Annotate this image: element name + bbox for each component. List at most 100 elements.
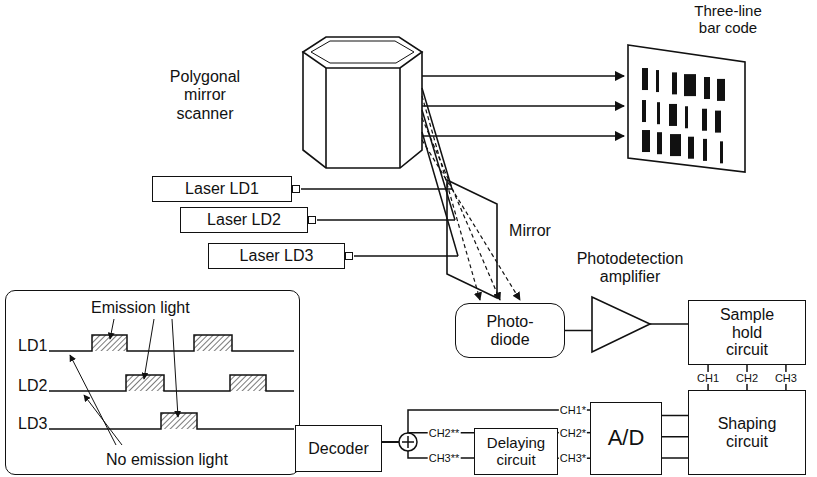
bar [717, 79, 725, 101]
barcode-panel [628, 45, 745, 172]
emission-pulse [230, 375, 266, 391]
waveform [49, 413, 294, 429]
leader-line [172, 319, 178, 417]
bar [702, 109, 707, 131]
polygon-body [303, 52, 422, 168]
channel-label: CH2* [559, 427, 587, 439]
leader-line [84, 395, 122, 445]
amplifier-symbol: Photodetection amplifier [560, 250, 700, 355]
photodiode-box: Photo-diode [455, 303, 565, 358]
return-beam [422, 96, 480, 300]
scan-beam [422, 105, 624, 107]
leader-line [70, 355, 116, 445]
laser-nozzle [308, 216, 316, 224]
signal-line [650, 323, 688, 325]
bar [715, 111, 721, 133]
channel-label: CH1* [559, 404, 587, 416]
bar [669, 104, 677, 126]
bar [703, 139, 707, 161]
channel-label: CH3 [774, 371, 798, 383]
bar [688, 137, 694, 159]
polygon-top [303, 37, 422, 68]
part-label: Mirror [500, 222, 560, 240]
channel-label: CH2 [735, 371, 759, 383]
scan-beam [422, 75, 624, 77]
node-text: LD1 [18, 337, 47, 355]
timing-waveforms [4, 289, 299, 474]
laser-box: Laser LD1 [152, 176, 292, 202]
waveform [49, 335, 294, 351]
bar [656, 70, 659, 92]
signal-line [662, 415, 688, 417]
node-text: Delaying circuit [480, 435, 552, 468]
scan-beam [422, 135, 624, 137]
return-light [422, 96, 520, 300]
polygon-edge [399, 68, 401, 168]
return-beam [422, 140, 520, 300]
node-text: Photodetection amplifier [560, 250, 700, 285]
emission-pulse [92, 335, 127, 351]
channel-label: CH2** [428, 427, 461, 439]
node-text: Decoder [308, 440, 368, 458]
signal-line [662, 436, 688, 438]
barcode-card [628, 45, 745, 172]
laser-beam [422, 88, 452, 189]
bar [642, 130, 650, 152]
adder-plus [407, 436, 409, 448]
node-text: Emission light [91, 299, 190, 317]
laser-box: Laser LD3 [208, 243, 345, 269]
emission-pulse [126, 375, 164, 391]
node-text: Laser LD2 [207, 211, 281, 229]
barcode-bars [642, 68, 725, 163]
converter-box: A/D [590, 402, 662, 475]
waveform [49, 375, 294, 391]
return-beam [422, 118, 500, 300]
bar [672, 72, 677, 94]
laser-nozzle [292, 185, 300, 193]
bar [642, 68, 648, 90]
laser-beam [422, 132, 458, 256]
leader-line [110, 319, 114, 339]
channel-label: CH3* [559, 452, 587, 464]
channel-label: CH3** [428, 452, 461, 464]
node-text: Shaping circuit [711, 415, 783, 450]
emission-pulse [194, 335, 232, 351]
amplifier-triangle [592, 297, 650, 352]
part-label: Polygonal mirror scanner [160, 68, 250, 123]
bar [704, 77, 710, 99]
node-text: Laser LD3 [240, 247, 314, 265]
process-box: Delaying circuit [474, 428, 558, 475]
node-text: A/D [608, 426, 645, 450]
laser-beam [422, 110, 455, 220]
laser-nozzle [345, 252, 353, 260]
timing-inset: Emission lightLD1LD2LD3No emission light [5, 290, 300, 475]
laser-beams [301, 76, 624, 256]
adder-circle [399, 433, 417, 451]
node-text: LD3 [18, 415, 47, 433]
node-text: Laser LD1 [185, 180, 259, 198]
signal-line [662, 457, 688, 459]
process-box: Decoder [295, 425, 382, 472]
laser-beam [301, 188, 452, 190]
bar [720, 141, 723, 163]
node-text: No emission light [106, 451, 228, 469]
bar [684, 74, 696, 96]
bar [657, 132, 662, 154]
part-label: Three-line bar code [683, 2, 773, 37]
node-text: Photo-diode [474, 313, 546, 348]
bar [642, 100, 646, 122]
bar [685, 106, 688, 128]
mirror [447, 180, 497, 298]
adder-symbol [399, 433, 417, 451]
node-text: Sample hold circuit [716, 306, 778, 359]
polygon-top-inner [311, 41, 414, 63]
process-box: Shaping circuit [688, 390, 806, 475]
polygon-edge [325, 68, 327, 168]
mirror-plate [447, 180, 497, 298]
laser-beam [317, 219, 455, 221]
bar [657, 102, 660, 124]
bar [670, 134, 681, 156]
channel-label: CH1 [696, 371, 720, 383]
leader-line [144, 319, 154, 379]
process-box: Sample hold circuit [688, 300, 806, 365]
